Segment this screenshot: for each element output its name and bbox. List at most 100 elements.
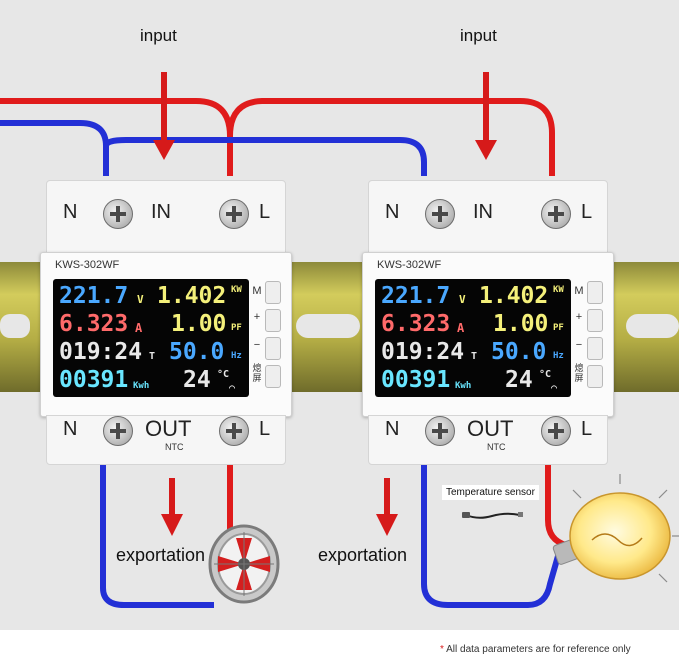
reference-note: * All data parameters are for reference …: [440, 644, 631, 655]
terminal-out-label: OUT: [145, 416, 192, 441]
time-value: 019:24: [381, 339, 465, 365]
temperature-value: 24: [183, 367, 211, 393]
power-unit: KW: [231, 285, 242, 295]
terminal-n-label: N: [385, 418, 400, 440]
energy-unit: Kwh: [133, 381, 150, 391]
current-unit: A: [457, 321, 465, 335]
note-text: All data parameters are for reference on…: [443, 644, 631, 655]
meter-output-terminal-block: N OUT NTC L: [368, 415, 608, 465]
time-unit: T: [471, 351, 478, 362]
input-arrow-left: [153, 72, 175, 160]
button-plus-label: +: [253, 311, 261, 323]
terminal-n-screw: [103, 199, 133, 229]
energy-value: 00391: [59, 367, 129, 393]
temperature-unit: °C: [539, 369, 552, 380]
terminal-n-label: N: [63, 201, 78, 223]
button-m-label: M: [252, 285, 262, 297]
input-label-right: input: [460, 26, 497, 45]
terminal-n-label: N: [385, 201, 400, 223]
button-plus-label: +: [575, 311, 583, 323]
temperature-sensor-probe: [462, 512, 523, 519]
voltage-value: 221.7: [381, 283, 451, 309]
voltage-unit: V: [137, 293, 144, 306]
pf-value: 1.00: [493, 311, 549, 337]
minus-button[interactable]: [587, 337, 603, 360]
terminal-l-screw: [219, 416, 249, 446]
terminal-out-label: OUT: [467, 416, 514, 441]
screen-off-button[interactable]: [587, 365, 603, 388]
energy-meter-left: N IN L KWS-302WF 221.7 V 1.402 KW 6.323 …: [40, 180, 292, 465]
light-bulb: [552, 474, 679, 583]
din-rail-slot-right: [626, 314, 679, 338]
voltage-value: 221.7: [59, 283, 129, 309]
model-label: KWS-302WF: [377, 259, 442, 271]
power-value: 1.402: [157, 283, 227, 309]
power-value: 1.402: [479, 283, 549, 309]
model-label: KWS-302WF: [55, 259, 120, 271]
meter-input-terminal-block: N IN L: [46, 180, 286, 254]
lcd-display: 221.7 V 1.402 KW 6.323 A 1.00 PF 019:24 …: [375, 279, 571, 397]
din-rail-slot-left: [0, 314, 30, 338]
ntc-label: NTC: [487, 442, 506, 452]
button-minus-label: −: [575, 339, 583, 351]
current-value: 6.323: [381, 311, 451, 337]
plus-button[interactable]: [587, 309, 603, 332]
temperature-unit: °C: [217, 369, 230, 380]
pf-value: 1.00: [171, 311, 227, 337]
input-arrow-right: [475, 72, 497, 160]
button-minus-label: −: [253, 339, 261, 351]
mode-button[interactable]: [265, 281, 281, 304]
terminal-l-label: L: [581, 201, 593, 223]
lcd-display: 221.7 V 1.402 KW 6.323 A 1.00 PF 019:24 …: [53, 279, 249, 397]
wifi-icon: ◠: [551, 383, 558, 394]
frequency-value: 50.0: [169, 339, 225, 365]
exhaust-fan: [208, 524, 280, 604]
terminal-l-screw: [541, 416, 571, 446]
power-unit: KW: [553, 285, 564, 295]
temperature-value: 24: [505, 367, 533, 393]
neutral-wire-right-out: [421, 462, 561, 608]
meter-body: KWS-302WF 221.7 V 1.402 KW 6.323 A 1.00 …: [40, 252, 292, 417]
terminal-l-label: L: [259, 418, 271, 440]
minus-button[interactable]: [265, 337, 281, 360]
button-screen-off-label: 熄屏: [574, 363, 584, 383]
exportation-arrow-left: [161, 478, 183, 536]
terminal-n-screw: [103, 416, 133, 446]
mode-button[interactable]: [587, 281, 603, 304]
note-asterisk: *: [440, 644, 444, 655]
frequency-unit: Hz: [553, 351, 564, 361]
current-unit: A: [135, 321, 143, 335]
time-unit: T: [149, 351, 156, 362]
din-rail-slot-middle: [296, 314, 360, 338]
exportation-label-right: exportation: [318, 545, 408, 565]
temperature-sensor-label: Temperature sensor: [442, 485, 539, 500]
terminal-n-screw: [425, 416, 455, 446]
exportation-label-left: exportation: [116, 545, 206, 565]
plus-button[interactable]: [265, 309, 281, 332]
energy-meter-right: N IN L KWS-302WF 221.7 V 1.402 KW 6.323 …: [362, 180, 614, 465]
current-value: 6.323: [59, 311, 129, 337]
meter-body: KWS-302WF 221.7 V 1.402 KW 6.323 A 1.00 …: [362, 252, 614, 417]
terminal-n-screw: [425, 199, 455, 229]
button-m-label: M: [574, 285, 584, 297]
pf-unit: PF: [553, 323, 564, 333]
terminal-l-label: L: [259, 201, 271, 223]
voltage-unit: V: [459, 293, 466, 306]
terminal-n-label: N: [63, 418, 78, 440]
button-screen-off-label: 熄屏: [252, 363, 262, 383]
terminal-l-screw: [541, 199, 571, 229]
frequency-value: 50.0: [491, 339, 547, 365]
input-label-left: input: [140, 26, 177, 45]
terminal-l-label: L: [581, 418, 593, 440]
screen-off-button[interactable]: [265, 365, 281, 388]
terminal-in-label: IN: [151, 201, 171, 223]
time-value: 019:24: [59, 339, 143, 365]
ntc-label: NTC: [165, 442, 184, 452]
neutral-wire-input: [0, 120, 427, 176]
exportation-arrow-right: [376, 478, 398, 536]
meter-output-terminal-block: N OUT NTC L: [46, 415, 286, 465]
frequency-unit: Hz: [231, 351, 242, 361]
terminal-l-screw: [219, 199, 249, 229]
live-wire-input: [0, 98, 555, 176]
